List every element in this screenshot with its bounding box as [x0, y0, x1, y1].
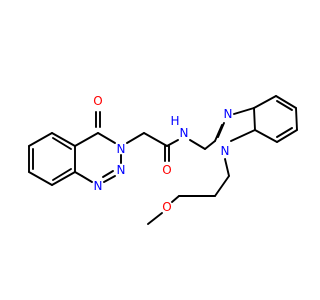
- oxygen-atom-ketone: O: [93, 94, 102, 108]
- bond: [254, 129, 278, 143]
- bond: [52, 168, 72, 181]
- bond: [97, 132, 116, 144]
- bond-lines: [28, 95, 298, 225]
- atom-labels: O N N N O N H N N O: [93, 94, 232, 214]
- molecule-structure: O N N N O N H N N O: [28, 94, 298, 225]
- nitrogen-atom-triazine-3: N: [117, 142, 126, 156]
- bond: [276, 127, 293, 138]
- bond: [166, 139, 179, 147]
- bond: [143, 132, 168, 147]
- bond: [28, 132, 53, 147]
- bond: [276, 129, 298, 143]
- bond: [74, 171, 83, 177]
- nitrogen-atom-amide: N: [180, 126, 189, 140]
- bond: [28, 171, 53, 186]
- bond: [253, 95, 277, 109]
- bond: [233, 107, 255, 115]
- oxygen-atom-ether: O: [162, 200, 171, 214]
- bond: [253, 107, 256, 131]
- bond: [189, 139, 206, 150]
- bond: [147, 212, 163, 225]
- hydrogen-atom-amide: H: [170, 114, 179, 128]
- nitrogen-atom-imidazole-3: N: [224, 107, 233, 121]
- bond: [224, 158, 230, 177]
- bond: [217, 122, 225, 138]
- oxygen-atom-amide: O: [162, 163, 171, 177]
- bond: [295, 107, 298, 131]
- bond: [51, 132, 76, 147]
- bond: [230, 129, 256, 142]
- bond: [102, 170, 114, 178]
- bond: [52, 137, 72, 150]
- bond: [214, 175, 230, 197]
- nitrogen-atom-imidazole-1: N: [221, 144, 230, 158]
- bond: [74, 132, 99, 147]
- nitrogen-atom-triazine-1: N: [94, 179, 103, 193]
- bond: [171, 195, 180, 203]
- nitrogen-atom-triazine-2: N: [117, 163, 126, 177]
- bond: [51, 171, 76, 186]
- bond: [275, 95, 297, 109]
- bond: [103, 175, 116, 183]
- bond: [81, 175, 93, 183]
- bond: [126, 132, 145, 144]
- bond: [204, 140, 216, 150]
- bond: [276, 100, 293, 111]
- bond: [214, 124, 223, 142]
